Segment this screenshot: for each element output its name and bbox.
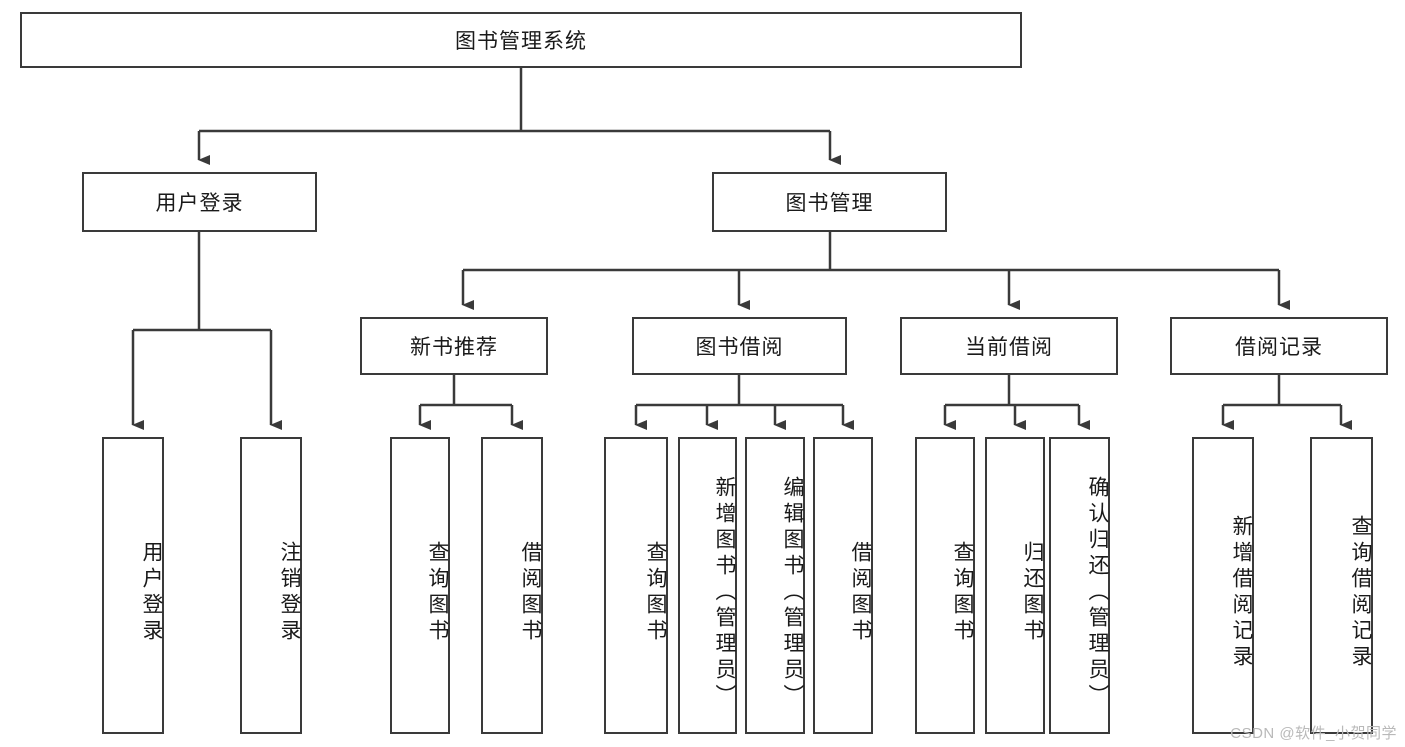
leaf-edit-book-label: 编辑图书（管理员） (781, 475, 804, 710)
node-user-login[interactable]: 用户登录 (82, 172, 317, 232)
node-book-manage-label: 图书管理 (785, 192, 874, 215)
leaf-query-book-br-label: 查询图书 (644, 540, 667, 645)
node-root[interactable]: 图书管理系统 (20, 12, 1022, 68)
leaf-confirm-return[interactable]: 确认归还（管理员） (1049, 437, 1110, 734)
node-root-label: 图书管理系统 (455, 30, 587, 53)
node-current-borrow[interactable]: 当前借阅 (900, 317, 1118, 375)
leaf-user-logout[interactable]: 注销登录 (240, 437, 302, 734)
node-new-book-rec-label: 新书推荐 (410, 336, 498, 359)
leaf-borrow-book-br[interactable]: 借阅图书 (813, 437, 873, 734)
leaf-query-book-cb[interactable]: 查询图书 (915, 437, 975, 734)
leaf-user-login[interactable]: 用户登录 (102, 437, 164, 734)
leaf-user-login-label: 用户登录 (140, 540, 163, 645)
leaf-query-book-rec-label: 查询图书 (426, 540, 449, 645)
leaf-query-book-br[interactable]: 查询图书 (604, 437, 668, 734)
leaf-confirm-return-label: 确认归还（管理员） (1086, 475, 1109, 710)
leaf-add-record[interactable]: 新增借阅记录 (1192, 437, 1254, 734)
leaf-return-book[interactable]: 归还图书 (985, 437, 1045, 734)
node-book-borrow-label: 图书借阅 (695, 336, 784, 359)
leaf-return-book-label: 归还图书 (1021, 540, 1044, 645)
leaf-query-book-rec[interactable]: 查询图书 (390, 437, 450, 734)
leaf-add-book-label: 新增图书（管理员） (713, 475, 736, 710)
leaf-query-record[interactable]: 查询借阅记录 (1310, 437, 1373, 734)
leaf-borrow-book-br-label: 借阅图书 (849, 540, 872, 645)
leaf-borrow-book-rec[interactable]: 借阅图书 (481, 437, 543, 734)
leaf-edit-book[interactable]: 编辑图书（管理员） (745, 437, 805, 734)
leaf-user-logout-label: 注销登录 (278, 540, 301, 645)
node-new-book-rec[interactable]: 新书推荐 (360, 317, 548, 375)
leaf-borrow-book-rec-label: 借阅图书 (519, 540, 542, 645)
node-borrow-record-label: 借阅记录 (1235, 336, 1323, 359)
node-user-login-label: 用户登录 (155, 192, 244, 215)
leaf-add-record-label: 新增借阅记录 (1230, 514, 1253, 671)
node-borrow-record[interactable]: 借阅记录 (1170, 317, 1388, 375)
watermark-text: CSDN @软件_小贺同学 (1230, 725, 1397, 742)
node-book-borrow[interactable]: 图书借阅 (632, 317, 847, 375)
leaf-add-book[interactable]: 新增图书（管理员） (678, 437, 737, 734)
node-book-manage[interactable]: 图书管理 (712, 172, 947, 232)
leaf-query-book-cb-label: 查询图书 (951, 540, 974, 645)
node-current-borrow-label: 当前借阅 (965, 336, 1053, 359)
leaf-query-record-label: 查询借阅记录 (1349, 514, 1372, 671)
